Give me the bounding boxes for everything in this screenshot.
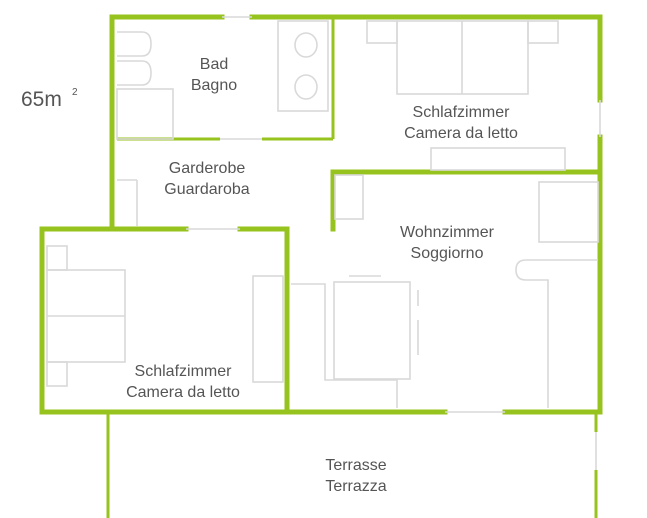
room-label-bath-it: Bagno (191, 77, 237, 94)
room-label-terrace-it: Terrazza (325, 478, 386, 495)
room-label-bath-de: Bad (200, 56, 228, 73)
area-superscript: 2 (72, 87, 78, 98)
area-value: 65m (21, 88, 62, 111)
room-label-bedroom-top-de: Schlafzimmer (413, 104, 511, 121)
room-label-wardrobe-de: Garderobe (169, 160, 246, 177)
room-label-wardrobe-it: Guardaroba (164, 181, 249, 198)
room-label-living-de: Wohnzimmer (400, 224, 495, 241)
furniture (46, 20, 599, 408)
room-label-living-it: Soggiorno (411, 245, 484, 262)
room-label-terrace-de: Terrasse (325, 457, 386, 474)
room-label-bedroom-left-it: Camera da letto (126, 384, 240, 401)
openings (186, 16, 601, 470)
room-label-bedroom-top-it: Camera da letto (404, 125, 518, 142)
room-label-bedroom-left-de: Schlafzimmer (135, 363, 233, 380)
area-label: 65m 2 (21, 87, 78, 111)
